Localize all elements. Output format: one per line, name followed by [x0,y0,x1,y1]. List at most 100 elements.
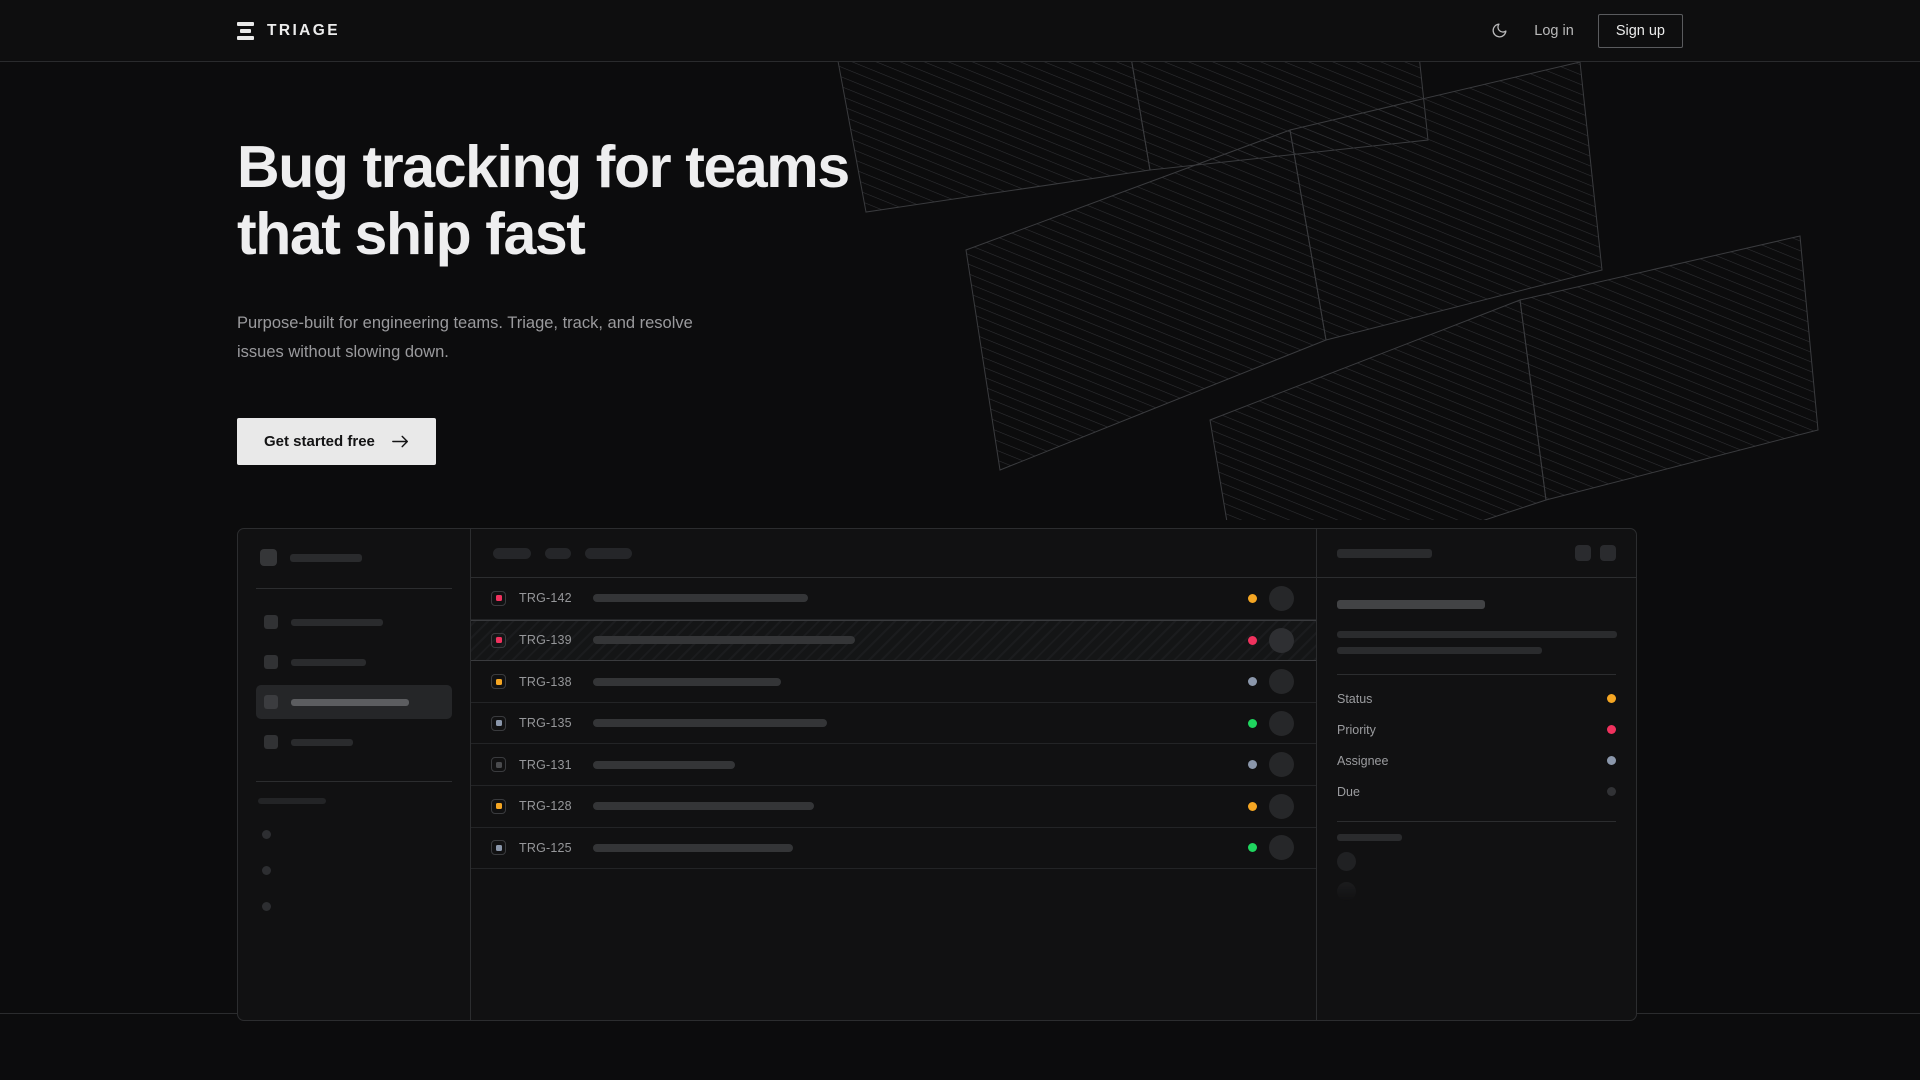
sidebar-mini-dot [262,902,271,911]
priority-badge [491,840,506,855]
table-row[interactable]: TRG-128 [471,786,1316,828]
priority-badge [491,633,506,648]
heading-line-1: Bug tracking for teams [237,134,849,200]
sidebar-mini-item-1[interactable] [256,852,452,888]
issue-title-skeleton [593,844,793,852]
priority-badge [491,716,506,731]
sidebar-section-label-skeleton [258,798,326,804]
issue-id: TRG-142 [519,591,579,605]
square-icon-1[interactable] [1575,545,1591,561]
detail-meta-row-priority[interactable]: Priority [1337,714,1616,745]
detail-title-skeleton [1337,549,1432,558]
table-row[interactable]: TRG-139 [471,620,1316,662]
detail-meta-label: Due [1337,785,1360,799]
mock-issue-list: TRG-142TRG-139TRG-138TRG-135TRG-131TRG-1… [471,529,1316,1020]
issue-id: TRG-139 [519,633,579,647]
issue-title-skeleton [593,802,814,810]
page-title: Bug tracking for teams that ship fast [237,134,917,267]
sidebar-item-label-skeleton [291,659,366,666]
toolbar-chip-2[interactable] [585,548,632,559]
workspace-avatar [260,549,277,566]
avatar [1269,669,1294,694]
issue-title-skeleton [593,678,781,686]
detail-meta-row-due[interactable]: Due [1337,776,1616,807]
priority-badge [491,674,506,689]
issue-title-skeleton [593,719,827,727]
mock-workspace-switcher[interactable] [256,545,452,566]
status-badge [1248,677,1257,686]
sidebar-item-2[interactable] [256,685,452,719]
sidebar-item-icon [264,735,278,749]
row-meta [1248,669,1316,694]
detail-panel-header [1317,529,1636,578]
sidebar-mini-item-0[interactable] [256,816,452,852]
sidebar-divider-top [256,588,452,589]
issue-title-skeleton [593,761,735,769]
detail-header-icons [1575,545,1616,561]
detail-footer-avatars [1337,852,1616,901]
toolbar-chip-0[interactable] [493,548,531,559]
arrow-right-icon [392,435,409,448]
status-badge [1248,594,1257,603]
issue-id: TRG-131 [519,758,579,772]
square-icon-2[interactable] [1600,545,1616,561]
issue-id: TRG-138 [519,675,579,689]
mock-sidebar [238,529,471,1020]
detail-body-skeleton-2 [1337,647,1542,654]
detail-meta-row-assignee[interactable]: Assignee [1337,745,1616,776]
status-badge [1248,760,1257,769]
status-badge [1248,636,1257,645]
avatar [1269,586,1294,611]
issue-id: TRG-125 [519,841,579,855]
detail-footer-label-skeleton [1337,834,1402,841]
header-actions: Log in Sign up [1488,14,1683,48]
brand-logo[interactable]: TRIAGE [237,22,340,40]
detail-divider [1337,674,1616,675]
sidebar-item-icon [264,615,278,629]
table-row[interactable]: TRG-138 [471,661,1316,703]
status-badge [1248,719,1257,728]
app-preview-mock: TRG-142TRG-139TRG-138TRG-135TRG-131TRG-1… [237,528,1637,1021]
moon-icon[interactable] [1488,20,1510,42]
detail-meta-row-status[interactable]: Status [1337,683,1616,714]
workspace-name-skeleton [290,554,362,562]
sidebar-item-label-skeleton [291,619,383,626]
row-meta [1248,752,1316,777]
status-badge [1248,843,1257,852]
table-row[interactable]: TRG-125 [471,828,1316,870]
sidebar-item-3[interactable] [256,725,452,759]
brand-name: TRIAGE [267,22,340,40]
issue-id: TRG-135 [519,716,579,730]
toolbar-chip-1[interactable] [545,548,571,559]
priority-badge [491,757,506,772]
detail-meta-value-dot [1607,756,1616,765]
sidebar-mini-dot [262,866,271,875]
issue-title-skeleton [593,636,855,644]
issue-title-skeleton [593,594,808,602]
row-meta [1248,711,1316,736]
signup-button[interactable]: Sign up [1598,14,1683,48]
sidebar-mini-item-2[interactable] [256,888,452,924]
priority-badge [491,591,506,606]
detail-meta-value-dot [1607,787,1616,796]
row-meta [1248,794,1316,819]
sidebar-item-label-skeleton [291,739,353,746]
table-row[interactable]: TRG-131 [471,744,1316,786]
footer-avatar-0 [1337,852,1356,871]
mock-detail-panel: StatusPriorityAssigneeDue [1316,529,1636,1020]
detail-meta-label: Priority [1337,723,1376,737]
three-bars-logo-icon [237,22,254,40]
table-row[interactable]: TRG-135 [471,703,1316,745]
login-link[interactable]: Log in [1534,23,1574,39]
avatar [1269,835,1294,860]
sidebar-item-0[interactable] [256,605,452,639]
sidebar-item-1[interactable] [256,645,452,679]
detail-meta-label: Assignee [1337,754,1388,768]
row-meta [1248,586,1316,611]
site-header: TRIAGE Log in Sign up [0,0,1920,62]
avatar [1269,628,1294,653]
sidebar-item-icon [264,695,278,709]
table-row[interactable]: TRG-142 [471,578,1316,620]
avatar [1269,711,1294,736]
get-started-button[interactable]: Get started free [237,418,436,465]
